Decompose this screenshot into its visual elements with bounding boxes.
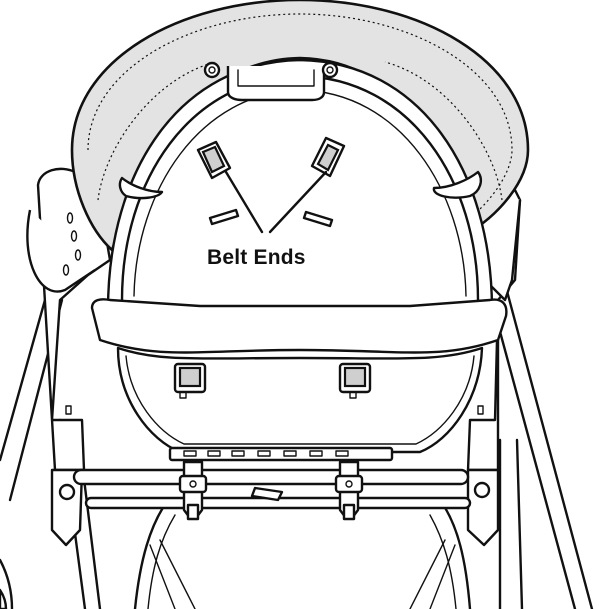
- belt-end-left: [196, 140, 232, 180]
- front-crossbar: [72, 468, 470, 486]
- belt-slots: [208, 208, 334, 228]
- callout-label-belt-ends: Belt Ends: [207, 246, 306, 269]
- right-side-loop: [432, 170, 482, 199]
- seat-lower-rail: [168, 446, 394, 462]
- right-screw: [321, 61, 339, 79]
- left-side-loop: [118, 176, 164, 200]
- center-latch: [250, 486, 284, 502]
- callout-lines: [224, 170, 328, 234]
- left-screw: [203, 61, 221, 79]
- right-mount: [334, 460, 364, 521]
- left-side-arm: [26, 167, 112, 547]
- lower-wheel-hints: [149, 539, 456, 609]
- left-mount: [178, 460, 208, 521]
- belt-end-right: [310, 136, 346, 178]
- seat-bucket: [90, 298, 508, 462]
- buckle-right: [338, 362, 372, 399]
- buckle-left: [173, 362, 207, 399]
